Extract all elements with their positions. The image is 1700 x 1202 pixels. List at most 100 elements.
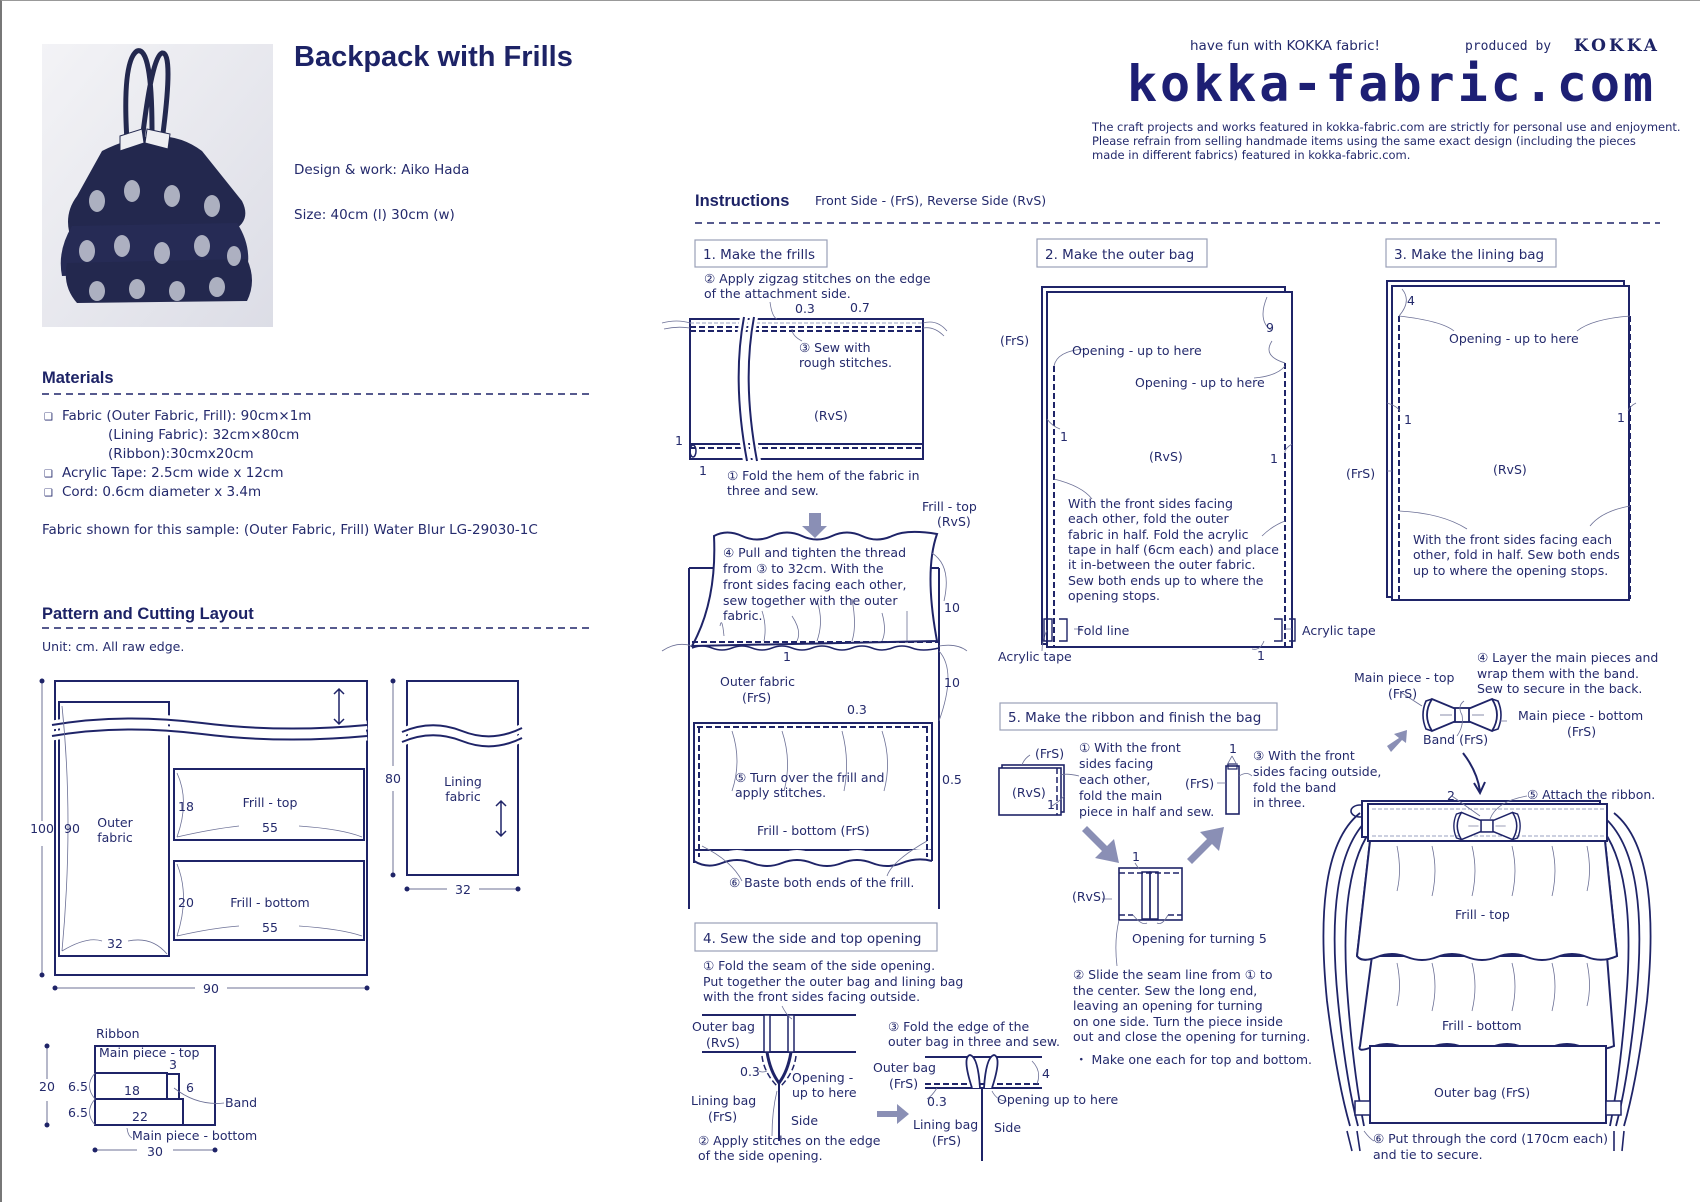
side-label: (RvS) <box>1012 785 1046 800</box>
step-text: ⑤ Turn over the frill and <box>735 770 884 785</box>
piece-label: Lining <box>444 774 482 789</box>
part-label: Band (FrS) <box>1423 732 1488 747</box>
materials-heading: Materials <box>42 369 114 387</box>
part-label: Outer bag <box>692 1019 755 1034</box>
dimension-label: 9 <box>1266 320 1274 335</box>
step-text: ⑥ Baste both ends of the frill. <box>729 875 914 890</box>
step-text: opening stops. <box>1068 588 1160 603</box>
material-item: (Ribbon):30cmx20cm <box>108 446 254 462</box>
frill-diagram-2 <box>661 530 968 909</box>
opening-label: Opening - <box>792 1070 853 1085</box>
piece-label: Band <box>225 1095 257 1110</box>
part-label: Main piece - bottom <box>1518 708 1643 723</box>
part-label: Frill - top <box>922 499 977 514</box>
dimension-label: 1 <box>783 649 791 664</box>
sample-fabric: Fabric shown for this sample: (Outer Fab… <box>42 522 538 538</box>
dimension-label: 1 <box>1229 741 1237 756</box>
step-text: the center. Sew the long end, <box>1073 983 1257 998</box>
dimension-label: 80 <box>385 771 401 786</box>
acrylic-tape-label: Acrylic tape <box>1302 623 1376 638</box>
dimension-label: 0.3 <box>847 702 867 717</box>
tagline: have fun with KOKKA fabric! <box>1190 38 1380 54</box>
step-text: ④ Layer the main pieces and <box>1477 650 1658 665</box>
dimension-label: 55 <box>262 820 278 835</box>
side-label: (FrS) <box>1000 333 1029 348</box>
step-text: it in-between the outer fabric. <box>1068 557 1256 572</box>
step-text: With the front sides facing <box>1068 496 1233 511</box>
piece-label: Outer <box>97 815 133 830</box>
step-note: ・ Make one each for top and bottom. <box>1075 1052 1312 1067</box>
material-item: Acrylic Tape: 2.5cm wide x 12cm <box>62 465 284 481</box>
step-text: ① Fold the hem of the fabric in <box>727 468 920 483</box>
opening-label: Opening up to here <box>997 1092 1119 1107</box>
step1-title: 1. Make the frills <box>703 247 815 263</box>
step-text: Put together the outer bag and lining ba… <box>703 974 963 989</box>
unit-note: Unit: cm. All raw edge. <box>42 639 184 654</box>
designer-credit: Design & work: Aiko Hada <box>294 162 469 178</box>
side-opening-diagram <box>702 1005 1042 1161</box>
side-label: (RvS) <box>1493 462 1527 477</box>
side-label: (FrS) <box>1567 724 1596 739</box>
dimension-label: 3 <box>169 1057 177 1072</box>
side-label: (FrS) <box>1346 466 1375 481</box>
material-item: Fabric (Outer Fabric, Frill): 90cm×1m <box>62 408 311 424</box>
step-text: out and close the opening for turning. <box>1073 1029 1310 1044</box>
step4-title: 4. Sew the side and top opening <box>703 931 921 947</box>
part-label: Frill - bottom (FrS) <box>757 823 870 838</box>
opening-label: Opening - up to here <box>1135 375 1265 390</box>
part-label: Main piece - top <box>1354 670 1454 685</box>
side-label: (FrS) <box>889 1076 918 1091</box>
dimension-label: 6.5 <box>68 1105 88 1120</box>
checkbox-icon: ❑ <box>44 469 53 480</box>
step-text: piece in half and sew. <box>1079 804 1214 819</box>
acrylic-tape-label: Acrylic tape <box>998 649 1072 664</box>
step-title-box <box>999 702 1278 731</box>
step-text: of the side opening. <box>698 1148 823 1163</box>
step-text: ④ Pull and tighten the thread <box>723 545 906 560</box>
side-label: (FrS) <box>932 1133 961 1148</box>
step-text: fold the band <box>1253 780 1336 795</box>
opening-label: Opening - up to here <box>1449 331 1579 346</box>
checkbox-icon: ❑ <box>44 488 53 499</box>
site-logo[interactable]: kokka-fabric.com <box>1127 55 1662 113</box>
side-label: (RvS) <box>706 1035 740 1050</box>
kokka-brand-logo: KOKKA <box>1574 36 1660 56</box>
pattern-heading: Pattern and Cutting Layout <box>42 605 254 623</box>
step-text: tape in half (6cm each) and place <box>1068 542 1279 557</box>
step-text: fabric. <box>723 608 762 623</box>
side-label: Side <box>994 1120 1021 1135</box>
frill-diagram-1 <box>661 301 948 538</box>
piece-label: fabric <box>97 830 133 845</box>
step-text: fold the main <box>1079 788 1162 803</box>
step-text: apply stitches. <box>735 785 826 800</box>
disclaimer-line: made in different fabrics) featured in k… <box>1092 148 1410 162</box>
step-text: on one side. Turn the piece inside <box>1073 1014 1283 1029</box>
step-title-box <box>1036 238 1208 268</box>
material-item: (Lining Fabric): 32cm×80cm <box>108 427 299 443</box>
disclaimer-line: The craft projects and works featured in… <box>1091 120 1681 134</box>
part-label: Lining bag <box>691 1093 756 1108</box>
step-text: three and sew. <box>727 483 819 498</box>
step-text: sew together with the outer <box>723 593 898 608</box>
step-text: front sides facing each other, <box>723 577 906 592</box>
piece-label: Main piece - bottom <box>132 1128 257 1143</box>
disclaimer-line: Please refrain from selling handmade ite… <box>1092 134 1636 148</box>
dimension-label: 0.3 <box>740 1064 760 1079</box>
dimension-label: 32 <box>455 882 471 897</box>
dimension-label: 1 <box>699 463 707 478</box>
piece-label: Frill - top <box>243 795 298 810</box>
dimension-label: 1 <box>1270 451 1278 466</box>
step-text: rough stitches. <box>799 355 892 370</box>
step-text: fabric in half. Fold the acrylic <box>1068 527 1249 542</box>
step-text: ③ Fold the edge of the <box>888 1019 1030 1034</box>
step-text: leaving an opening for turning <box>1073 998 1263 1013</box>
dimension-label: 18 <box>178 799 194 814</box>
step-title-box <box>1385 238 1557 268</box>
step-text: sides facing <box>1079 756 1153 771</box>
materials-list: ❑ Fabric (Outer Fabric, Frill): 90cm×1m … <box>44 408 311 500</box>
step3-title: 3. Make the lining bag <box>1394 247 1544 263</box>
side-label: (FrS) <box>742 690 771 705</box>
step-title-box <box>694 922 938 952</box>
